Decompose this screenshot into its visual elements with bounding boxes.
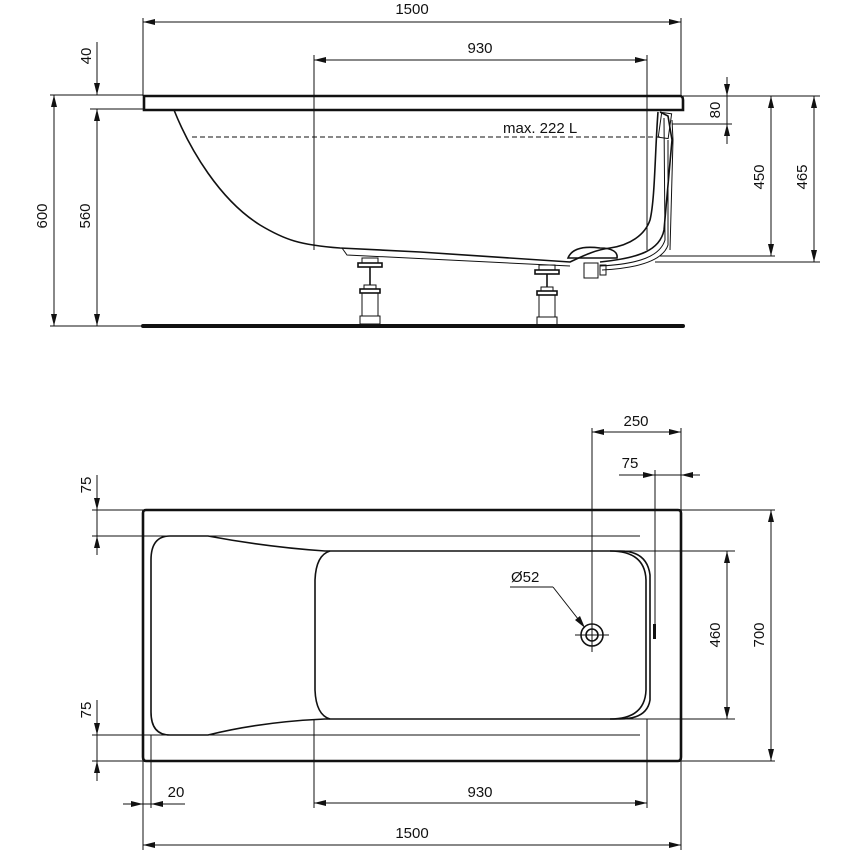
label-drain-height-outer: 465 [794,164,811,189]
dim-drain-from-end: 250 [591,413,682,618]
label-overall-length-side: 1500 [395,1,428,18]
label-inner-length-side: 930 [467,40,492,57]
capacity-label: max. 222 L [503,120,577,137]
overflow-waste-pipes [599,111,674,271]
dim-rim-top: 75 [78,475,640,555]
plan-view: Ø52 250 75 460 [78,413,775,850]
dim-overall-length-side: 1500 [142,1,682,96]
drain-symbol [575,618,609,652]
dim-overall-length-plan: 1500 [142,761,682,850]
dim-inner-width: 460 [590,550,735,720]
label-rim-left: 20 [168,784,185,801]
dim-drain-diameter: Ø52 [510,569,585,628]
dim-overflow-offset: 80 [672,77,820,144]
tub-body-profile [173,109,659,263]
label-drain-diameter: Ø52 [511,569,539,586]
label-rim-bottom: 75 [78,702,95,719]
dim-drain-height-outer: 465 [655,96,820,263]
basin-floor-outline [314,550,331,720]
dim-height-below-rim: 560 [77,109,100,326]
label-overall-length-plan: 1500 [395,825,428,842]
label-rim-top: 75 [78,477,95,494]
dim-rim-left: 20 [123,735,185,808]
label-total-height: 600 [34,203,51,228]
dim-overflow-from-end: 75 [619,455,700,630]
label-inner-length-plan: 930 [467,784,492,801]
tub-rim [142,94,685,112]
label-rim-thickness: 40 [78,48,95,65]
dim-overall-width: 700 [681,509,775,762]
tub-outer-outline [141,508,683,763]
dim-rim-bottom: 75 [78,700,640,781]
label-overflow-offset: 80 [707,102,724,119]
support-leg-right [534,264,560,326]
dim-inner-length-plan: 930 [313,719,648,808]
label-drain-from-end: 250 [623,413,648,430]
dim-inner-length-side: 930 [313,40,648,250]
dim-rim-thickness: 40 [78,42,143,110]
label-height-below-rim: 560 [77,203,94,228]
dim-drain-height-inner: 450 [660,96,775,257]
support-leg-left [357,257,383,325]
tub-bottom-outer [341,247,571,267]
overflow-mark [653,624,656,639]
label-overflow-from-end: 75 [622,455,639,472]
label-overall-width: 700 [751,622,768,647]
basin-floor-right-curve [609,550,647,720]
label-drain-height-inner: 450 [751,164,768,189]
side-view: 1500 930 max. 222 L [34,1,820,328]
drain-assembly [566,246,618,279]
dim-total-height: 600 [34,94,143,327]
label-inner-width: 460 [707,622,724,647]
